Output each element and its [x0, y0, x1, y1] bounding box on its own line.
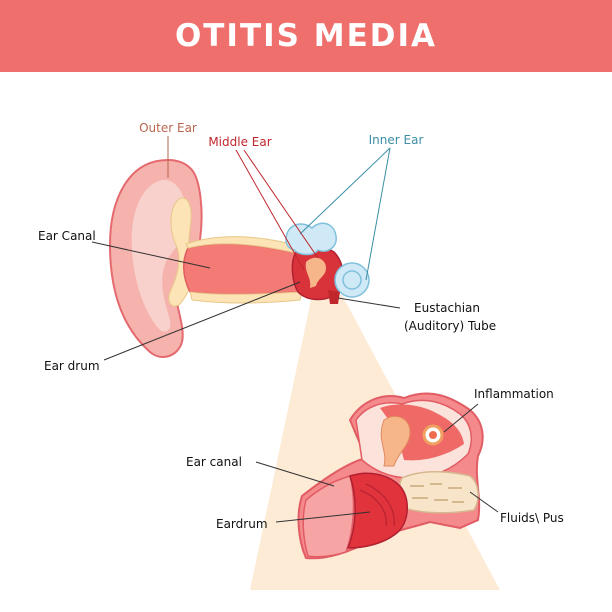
eustachian-tube: [328, 290, 340, 304]
enlarged-middle-ear: [297, 392, 484, 560]
page-title: OTITIS MEDIA: [174, 18, 438, 54]
label-eardrum-bottom: Eardrum: [216, 517, 268, 531]
cochlea: [334, 262, 370, 298]
cochlea-spiral: [342, 270, 362, 290]
label-inflammation: Inflammation: [474, 387, 554, 401]
leader-inner-ear-1: [299, 147, 391, 235]
leader-middle-ear-1: [235, 149, 305, 271]
fluid-bubbles: [410, 483, 464, 503]
leader-lines: [91, 136, 499, 523]
label-middle-ear: Middle Ear: [208, 135, 271, 149]
leader-eustachian: [337, 297, 401, 309]
ear-canal-bone-lower: [189, 291, 303, 304]
label-eustachian-line2: (Auditory) Tube: [404, 319, 496, 333]
label-eustachian-line1: Eustachian: [414, 301, 480, 315]
ear-canal-tube: [183, 242, 303, 296]
leader-fluids: [469, 491, 499, 513]
leader-eardrum-bottom: [275, 511, 371, 523]
ossicles: [305, 257, 326, 288]
label-ear-canal-top: Ear Canal: [38, 229, 96, 243]
leader-inflammation: [443, 403, 479, 433]
enlarged-ossicles: [380, 416, 411, 467]
leader-ear-canal-top: [91, 241, 211, 269]
leader-ear-drum-top: [103, 281, 301, 361]
leader-ear-canal-bottom: [255, 461, 335, 487]
label-ear-drum-top: Ear drum: [44, 359, 100, 373]
enlarged-eardrum: [346, 472, 408, 549]
label-outer-ear: Outer Ear: [139, 121, 197, 135]
label-ear-canal-bottom: Ear canal: [186, 455, 242, 469]
eardrum-lines: [359, 483, 395, 527]
label-fluids-pus: Fluids\ Pus: [500, 511, 564, 525]
leader-middle-ear-2: [243, 149, 319, 259]
semicircular-canals: [285, 222, 337, 256]
fluid-pus: [398, 470, 479, 514]
ear-illustration: [108, 158, 370, 358]
title-banner: OTITIS MEDIA: [0, 0, 612, 72]
leader-inner-ear-2: [365, 147, 391, 281]
label-inner-ear: Inner Ear: [369, 133, 424, 147]
inflammation-spot-core: [429, 431, 437, 439]
